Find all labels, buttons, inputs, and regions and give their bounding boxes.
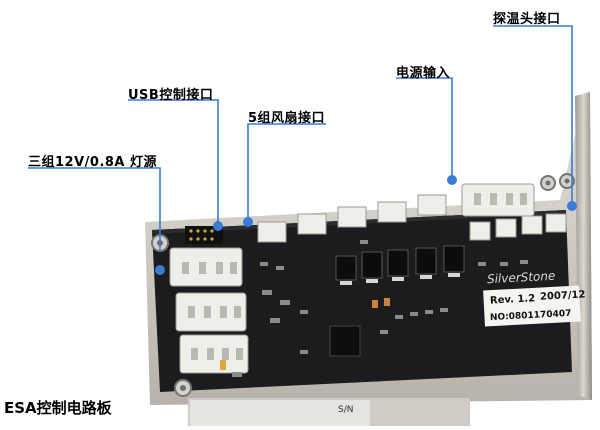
sensor-label: 探温头接口 [493,12,561,27]
brand-logo: SilverStone [487,269,556,287]
led-power-connectors [169,247,249,374]
smd-components [220,240,528,377]
usb-header [185,226,223,244]
callout-dots [155,175,577,275]
power-input-label: 电源输入 [396,66,451,81]
board-date: 2007/12 [540,289,586,302]
image-caption: ESA控制电路板 [4,399,112,417]
usb-label: USB控制接口 [128,88,214,103]
sensor-connectors [469,213,567,241]
board-sn: S/N [338,405,353,415]
board-revision: Rev. 1.2 [490,293,536,306]
serial-sticker [483,285,581,327]
control-chip [329,325,361,357]
callout-lines [28,25,573,250]
mosfets [335,245,465,285]
fan-label: 5组风扇接口 [248,111,326,126]
fan-connectors [257,194,447,243]
led-label: 三组12V/0.8A 灯源 [28,155,158,170]
board-markings: SilverStone Rev. 1.2 2007/12 NO:08011704… [338,269,586,415]
board-serial: NO:0801170407 [490,309,572,323]
power-input-connector [461,183,535,217]
